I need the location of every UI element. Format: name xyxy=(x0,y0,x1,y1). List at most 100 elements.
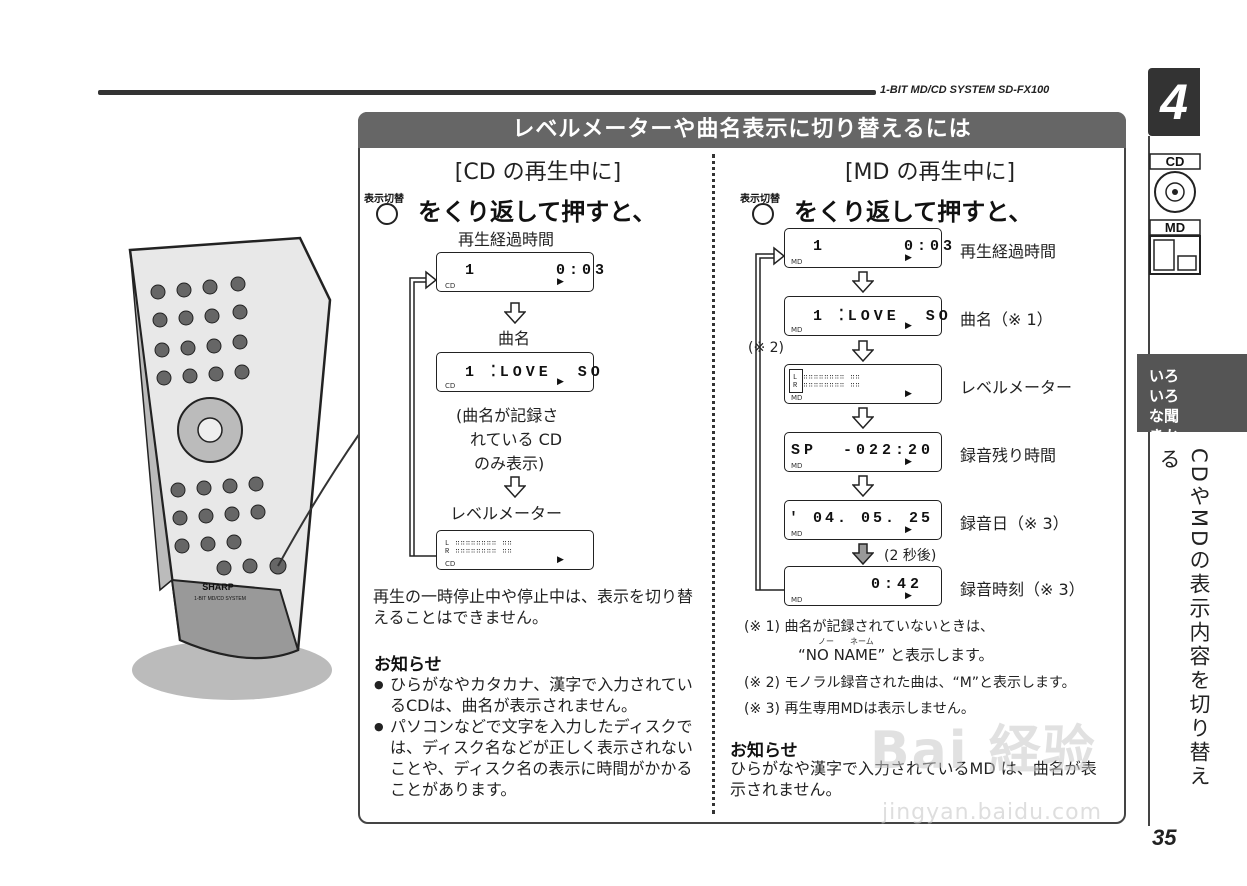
remote-model: 1-BIT MD/CD SYSTEM xyxy=(194,596,246,602)
md-label-title: 曲名（※ 1） xyxy=(960,310,1053,329)
cd-lcd-title: 1 ⁚LOVE SO ▶ CD xyxy=(436,352,600,392)
play-icon: ▶ xyxy=(557,555,564,565)
cd-notice-item: ひらがなやカタカナ、漢字で入力されているCDは、曲名が表示されません。 xyxy=(374,674,700,716)
cd-label-meter: レベルメーター xyxy=(450,504,563,523)
md-note-2-marker: (※ 2) xyxy=(748,340,785,356)
down-arrow-icon xyxy=(852,271,874,293)
cd-display-button-icon xyxy=(376,203,398,225)
down-arrow-icon xyxy=(852,475,874,497)
md-footnote-1a: (※ 1) 曲名が記録されていないときは、 xyxy=(744,619,995,635)
page-number: 35 xyxy=(1152,825,1177,850)
cd-lcd-meter: L ∷∷∷∷∷∷∷∷ ∷∷ R ∷∷∷∷∷∷∷∷ ∷∷ ▶ CD xyxy=(436,530,594,570)
cd-lcd-elapsed-text: 1 0:03 xyxy=(465,262,609,279)
level-meter-graphic: L ∷∷∷∷∷∷∷∷ ∷∷ xyxy=(445,540,513,548)
column-divider xyxy=(712,154,715,814)
down-arrow-icon xyxy=(852,340,874,362)
cd-label-elapsed: 再生経過時間 xyxy=(458,230,555,249)
md-notice-text: ひらがなや漢字で入力されているMD は、曲名が表示されません。 xyxy=(730,759,1097,799)
vertical-title: CDやMDの表示内容を切り替える xyxy=(1157,448,1211,790)
md-footnote-1b: “NO NAME” と表示します。 xyxy=(798,646,994,664)
sidebar-tab: いろいろな聞きかた xyxy=(1137,354,1247,465)
cd-footnote: 再生の一時停止中や停止中は、表示を切り替えることはできません。 xyxy=(373,587,694,627)
cd-note-line1: (曲名が記録さ xyxy=(456,406,559,425)
play-icon: ▶ xyxy=(905,525,912,535)
sidebar-tab-text: いろいろな聞きかた xyxy=(1149,367,1180,465)
cd-lcd-elapsed: 1 0:03 ▶ CD xyxy=(436,252,604,292)
play-icon: ▶ xyxy=(905,389,912,399)
md-icon-label: MD xyxy=(1165,220,1185,235)
md-display-button-icon xyxy=(752,203,774,225)
down-arrow-icon xyxy=(504,302,526,324)
remote-brand: SHARP xyxy=(202,582,234,592)
level-meter-graphic: L ∷∷∷∷∷∷∷∷ ∷∷ xyxy=(793,374,861,382)
cd-icon: CD xyxy=(1149,153,1201,213)
cd-notice-list: ひらがなやカタカナ、漢字で入力されているCDは、曲名が表示されません。 パソコン… xyxy=(374,674,700,800)
cd-cycle-arrow xyxy=(409,270,438,557)
md-lcd-remaining: SP -022:20 ▶ MD xyxy=(784,432,942,472)
panel-title: レベルメーターや曲名表示に切り替えるには xyxy=(358,112,1126,148)
md-lcd-rec-date: ' 04. 05. 25 ▶ MD xyxy=(784,500,942,540)
cd-notice-item: パソコンなどで文字を入力したディスクでは、ディスク名などが正しく表示されないこと… xyxy=(374,716,700,800)
md-lcd-rec-time-text: 0:42 xyxy=(871,576,924,593)
header-rule xyxy=(98,90,876,95)
md-lcd-tag: MD xyxy=(791,596,803,604)
play-icon: ▶ xyxy=(905,591,912,601)
header-model: 1-BIT MD/CD SYSTEM SD-FX100 xyxy=(880,84,1050,96)
md-lcd-meter: L ∷∷∷∷∷∷∷∷ ∷∷ R ∷∷∷∷∷∷∷∷ ∷∷ ▶ MD xyxy=(784,364,942,404)
md-cycle-arrow xyxy=(755,246,786,591)
chapter-tab: 4 xyxy=(1148,68,1200,136)
md-lcd-tag: MD xyxy=(791,326,803,334)
play-icon: ▶ xyxy=(905,457,912,467)
md-ruby-name: ネーム xyxy=(850,637,874,646)
md-instruction: をくり返して押すと、 xyxy=(794,198,1033,226)
play-icon: ▶ xyxy=(905,253,912,263)
md-ruby-no: ノー xyxy=(818,637,834,646)
mono-marker-box xyxy=(789,369,803,393)
md-label-meter: レベルメーター xyxy=(960,378,1073,397)
md-label-rec-time: 録音時刻（※ 3） xyxy=(960,580,1085,599)
level-meter-graphic: R ∷∷∷∷∷∷∷∷ ∷∷ xyxy=(445,548,513,556)
cd-note-line3: のみ表示) xyxy=(474,454,545,473)
md-delay-note: (2 秒後) xyxy=(884,548,937,564)
md-footnote-2: (※ 2) モノラル録音された曲は、“M”と表示します。 xyxy=(744,675,1076,691)
cd-note-line2: れている CD xyxy=(470,430,563,449)
cd-instruction: をくり返して押すと、 xyxy=(418,198,657,226)
md-lcd-elapsed: 1 0:03 ▶ MD xyxy=(784,228,952,268)
down-arrow-icon xyxy=(504,476,526,498)
cd-display-button-label: 表示切替 xyxy=(364,194,404,205)
md-lcd-title-text: 1 ⁚LOVE SO xyxy=(813,308,952,325)
down-arrow-icon xyxy=(852,407,874,429)
play-icon: ▶ xyxy=(557,277,564,287)
md-display-button-label: 表示切替 xyxy=(740,194,780,205)
cd-lcd-tag: CD xyxy=(445,282,456,290)
sidebar-strip xyxy=(1148,136,1202,826)
md-lcd-elapsed-text: 1 0:03 xyxy=(813,238,957,255)
cd-label-title: 曲名 xyxy=(498,329,531,348)
md-label-elapsed: 再生経過時間 xyxy=(960,242,1057,261)
md-lcd-tag: MD xyxy=(791,530,803,538)
cd-notice-heading: お知らせ xyxy=(374,655,442,675)
md-lcd-rec-date-text: ' 04. 05. 25 xyxy=(789,510,934,527)
md-icon: MD xyxy=(1149,219,1201,275)
md-lcd-remaining-text: SP -022:20 xyxy=(791,442,935,459)
cd-lcd-tag: CD xyxy=(445,560,456,568)
cd-icon-label: CD xyxy=(1166,154,1185,169)
md-lcd-tag: MD xyxy=(791,394,803,402)
md-footnote-3: (※ 3) 再生専用MDは表示しません。 xyxy=(744,701,975,717)
md-label-rec-date: 録音日（※ 3） xyxy=(960,514,1069,533)
md-lcd-rec-time: 0:42 ▶ MD xyxy=(784,566,942,606)
md-lcd-title: 1 ⁚LOVE SO ▶ MD xyxy=(784,296,948,336)
watermark-logo: Bai 経验 xyxy=(870,721,1097,781)
cd-lcd-title-text: 1 ⁚LOVE SO xyxy=(465,364,604,381)
cd-lcd-tag: CD xyxy=(445,382,456,390)
md-heading: [MD の再生中に] xyxy=(844,160,1016,185)
md-lcd-tag: MD xyxy=(791,462,803,470)
down-arrow-icon xyxy=(852,543,874,565)
play-icon: ▶ xyxy=(905,321,912,331)
level-meter-graphic: R ∷∷∷∷∷∷∷∷ ∷∷ xyxy=(793,382,861,390)
md-notice-heading: お知らせ xyxy=(730,741,798,761)
watermark-url: jingyan.baidu.com xyxy=(882,800,1103,825)
md-label-remaining: 録音残り時間 xyxy=(960,446,1057,465)
play-icon: ▶ xyxy=(557,377,564,387)
md-lcd-tag: MD xyxy=(791,258,803,266)
